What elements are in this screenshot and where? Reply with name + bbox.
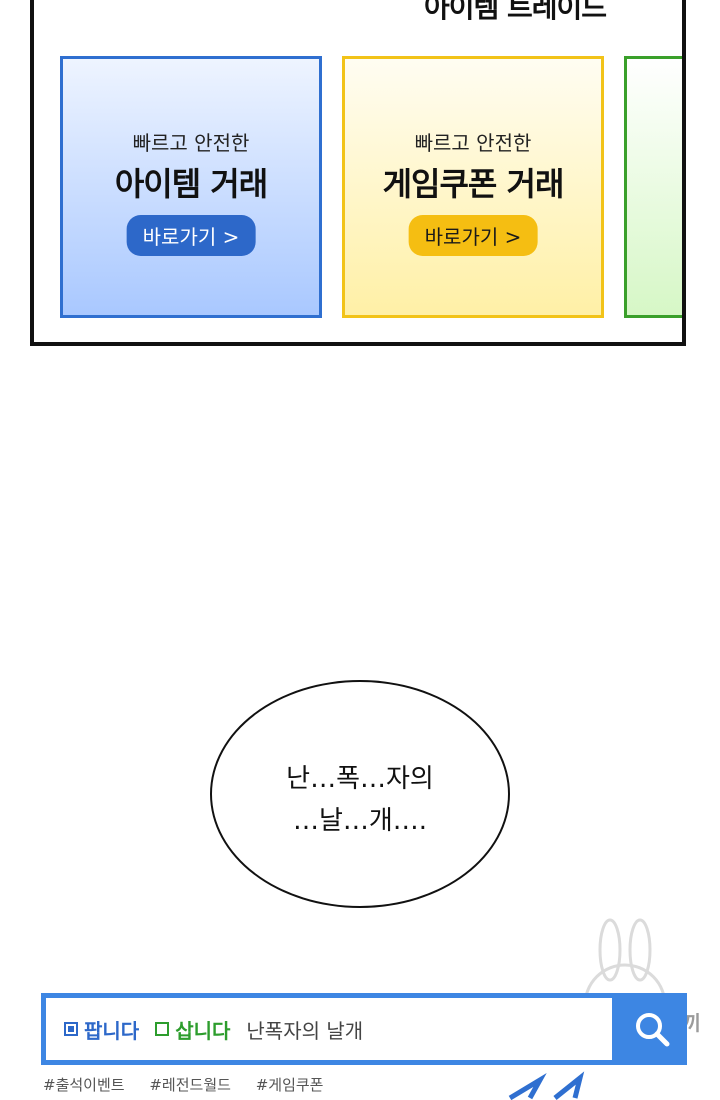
card-subtitle: 빠르고 안전한 bbox=[414, 131, 532, 155]
coupon-trade-go-button[interactable]: 바로가기 > bbox=[408, 215, 538, 256]
brush-stroke-decoration bbox=[508, 1071, 585, 1100]
hashtag-link[interactable]: #게임쿠폰 bbox=[255, 1076, 324, 1094]
sell-label: 팝니다 bbox=[84, 1018, 140, 1043]
checkbox-checked-icon[interactable] bbox=[64, 1022, 78, 1036]
search-icon bbox=[636, 1013, 670, 1047]
search-field[interactable]: 팝니다 삽니다 난폭자의 날개 bbox=[46, 998, 612, 1060]
item-trade-panel: 아이템 트레이드 빠르고 안전한 아이템 거래 바로가기 > 빠르고 안전한 게… bbox=[30, 0, 686, 346]
checkbox-empty-icon[interactable] bbox=[155, 1022, 170, 1036]
sell-option[interactable]: 팝니다 bbox=[64, 1015, 139, 1044]
hashtag-link[interactable]: #출석이벤트 bbox=[43, 1076, 125, 1094]
item-trade-go-button[interactable]: 바로가기 > bbox=[126, 215, 256, 256]
search-button[interactable] bbox=[617, 993, 687, 1065]
hashtag-list: #출석이벤트 #레전드월드 #게임쿠폰 bbox=[43, 1074, 344, 1095]
speech-line-1: 난…폭…자의 bbox=[286, 764, 434, 794]
coupon-trade-card[interactable]: 빠르고 안전한 게임쿠폰 거래 바로가기 > bbox=[342, 56, 604, 318]
partial-green-card[interactable] bbox=[624, 56, 682, 318]
panel-title: 아이템 트레이드 bbox=[424, 0, 607, 24]
buy-option[interactable]: 삽니다 bbox=[155, 1015, 230, 1044]
card-title: 게임쿠폰 거래 bbox=[382, 165, 565, 203]
search-query[interactable]: 난폭자의 날개 bbox=[246, 1018, 364, 1043]
search-bar: 팝니다 삽니다 난폭자의 날개 bbox=[41, 993, 687, 1065]
buy-label: 삽니다 bbox=[175, 1018, 231, 1043]
card-subtitle: 빠르고 안전한 bbox=[132, 131, 250, 155]
speech-line-2: …날…개…. bbox=[292, 806, 428, 836]
speech-bubble: 난…폭…자의 …날…개…. bbox=[210, 680, 510, 908]
hashtag-link[interactable]: #레전드월드 bbox=[149, 1076, 231, 1094]
card-title: 아이템 거래 bbox=[114, 165, 268, 203]
item-trade-card[interactable]: 빠르고 안전한 아이템 거래 바로가기 > bbox=[60, 56, 322, 318]
